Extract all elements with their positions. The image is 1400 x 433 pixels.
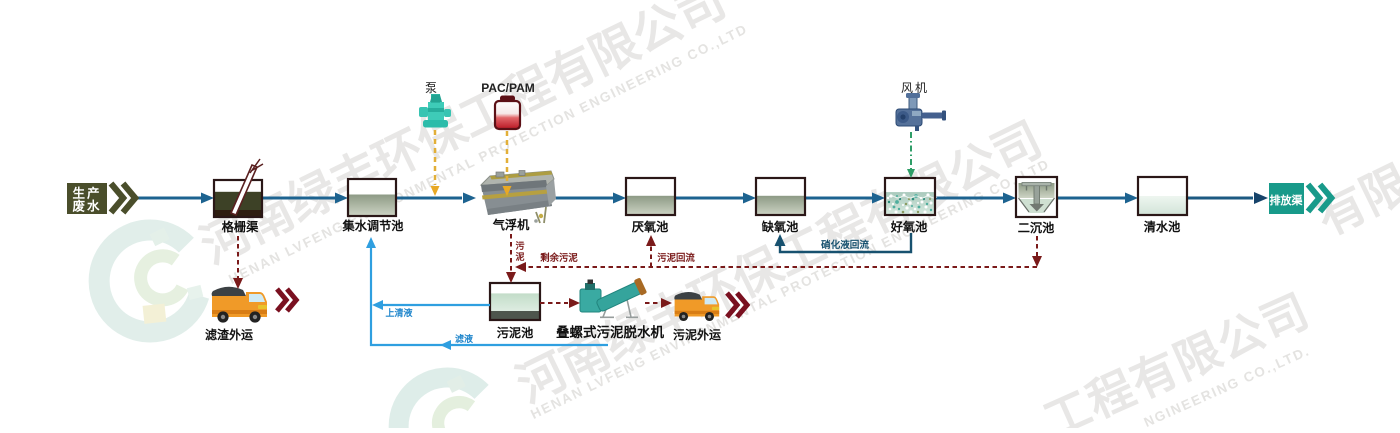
svg-text:清水池: 清水池 <box>1144 219 1181 234</box>
svg-text:污: 污 <box>515 240 524 251</box>
svg-text:二沉池: 二沉池 <box>1018 220 1055 235</box>
svg-text:气浮机: 气浮机 <box>492 217 530 232</box>
svg-text:河南绿丰环保工程有限公司: 河南绿丰环保工程有限公司 <box>509 113 1050 413</box>
svg-text:好氧池: 好氧池 <box>890 219 928 234</box>
svg-text:上清液: 上清液 <box>385 307 413 318</box>
svg-text:污泥外运: 污泥外运 <box>673 327 721 342</box>
svg-text:滤渣外运: 滤渣外运 <box>205 327 253 342</box>
svg-text:HENAN LVFENG ENVIRONMENTAL PRO: HENAN LVFENG ENVIRONMENTAL PROTECTION EN… <box>226 21 750 287</box>
svg-text:厌氧池: 厌氧池 <box>632 219 669 234</box>
svg-text:滤液: 滤液 <box>455 333 474 344</box>
svg-text:废水: 废水 <box>72 198 101 213</box>
svg-text:集水调节池: 集水调节池 <box>342 218 404 233</box>
svg-text:缺氧池: 缺氧池 <box>762 219 799 234</box>
svg-text:格栅渠: 格栅渠 <box>222 219 259 234</box>
svg-text:污泥回流: 污泥回流 <box>657 252 695 263</box>
svg-text:排放渠: 排放渠 <box>1270 193 1304 207</box>
svg-text:泵: 泵 <box>425 81 437 95</box>
svg-text:叠螺式污泥脱水机: 叠螺式污泥脱水机 <box>556 324 664 340</box>
svg-text:泥: 泥 <box>515 251 524 262</box>
svg-text:有限公司: 有限公司 <box>1309 114 1400 246</box>
svg-text:剩余污泥: 剩余污泥 <box>540 252 578 263</box>
svg-text:污泥池: 污泥池 <box>497 325 534 340</box>
svg-text:PAC/PAM: PAC/PAM <box>481 81 535 95</box>
svg-text:硝化液回流: 硝化液回流 <box>821 239 869 251</box>
svg-text:风机: 风机 <box>901 81 929 95</box>
svg-text:生产: 生产 <box>72 185 101 200</box>
